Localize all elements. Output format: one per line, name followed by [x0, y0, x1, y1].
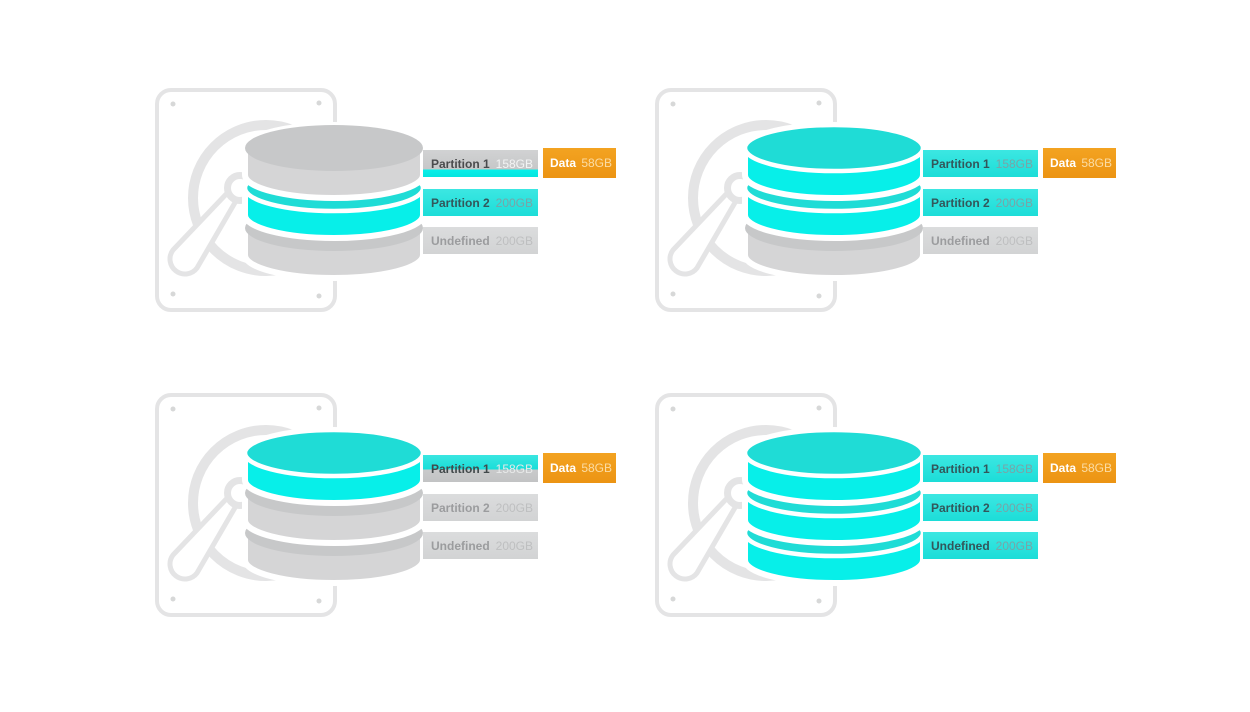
actuator-arm-icon [167, 185, 243, 277]
partition-1-bar: Partition 1 158GB [923, 150, 1038, 177]
partition-label: Partition 2 [431, 195, 490, 210]
data-badge-label: Data [550, 156, 577, 170]
partition-label: Partition 1 [431, 461, 490, 476]
partition-label: Undefined [431, 233, 490, 248]
screw-icon [170, 406, 176, 412]
data-badge-label: Data [1050, 156, 1077, 170]
undefined-bar: Undefined 200GB [923, 227, 1038, 254]
screw-icon [670, 406, 676, 412]
screw-icon [170, 101, 176, 107]
screw-icon [316, 598, 322, 604]
partition-1-bar: Partition 1 158GB [923, 455, 1038, 482]
partition-label: Undefined [931, 538, 990, 553]
partition-label: Partition 2 [931, 195, 990, 210]
partition-size: 200GB [995, 500, 1033, 515]
partition-1-bar: Partition 1 158GB [423, 150, 538, 177]
disk-diagram-bottom-right: Partition 1 158GB Partition 2 200GB Unde… [652, 389, 1122, 634]
hdd-illustration [655, 393, 926, 617]
screw-icon [670, 291, 676, 297]
data-badge-label: Data [550, 461, 577, 475]
disk-1-top [742, 427, 926, 479]
actuator-arm-icon [167, 490, 243, 582]
actuator-arm-icon [667, 185, 743, 277]
partition-size: 158GB [495, 461, 533, 476]
screw-icon [670, 101, 676, 107]
disk-1-top [242, 427, 426, 479]
partition-2-bar: Partition 2 200GB [923, 189, 1038, 216]
undefined-bar: Undefined 200GB [423, 532, 538, 559]
disk-stack [742, 122, 926, 281]
partition-label: Partition 2 [431, 500, 490, 515]
partition-size: 200GB [995, 195, 1033, 210]
partition-label: Partition 1 [931, 461, 990, 476]
screw-icon [816, 405, 822, 411]
data-badge-label: Data [1050, 461, 1077, 475]
partition-label: Undefined [931, 233, 990, 248]
disk-stack [242, 122, 426, 281]
data-badge: Data 58GB [1043, 453, 1116, 483]
partition-label: Partition 1 [431, 156, 490, 171]
data-badge-size: 58GB [1081, 461, 1112, 475]
screw-icon [670, 596, 676, 602]
screw-icon [816, 293, 822, 299]
screw-icon [170, 596, 176, 602]
partition-size: 158GB [495, 156, 533, 171]
partition-2-bar: Partition 2 200GB [423, 494, 538, 521]
disk-1-top [742, 122, 926, 174]
partition-size: 200GB [495, 538, 533, 553]
hdd-illustration [155, 393, 426, 617]
screw-icon [816, 100, 822, 106]
partition-label: Undefined [431, 538, 490, 553]
disk-stack [742, 427, 926, 586]
disk-stack [242, 427, 426, 586]
disk-diagram-top-left: Partition 1 158GB Partition 2 200GB Unde… [152, 84, 622, 329]
data-badge-size: 58GB [1081, 156, 1112, 170]
screw-icon [316, 293, 322, 299]
partition-2-bar: Partition 2 200GB [423, 189, 538, 216]
screw-icon [316, 100, 322, 106]
disk-diagram-bottom-left: Partition 1 158GB Partition 2 200GB Unde… [152, 389, 622, 634]
partition-size: 158GB [995, 156, 1033, 171]
data-badge: Data 58GB [543, 453, 616, 483]
undefined-bar: Undefined 200GB [423, 227, 538, 254]
partition-label: Partition 2 [931, 500, 990, 515]
partition-size: 200GB [995, 538, 1033, 553]
screw-icon [816, 598, 822, 604]
disk-diagram-top-right: Partition 1 158GB Partition 2 200GB Unde… [652, 84, 1122, 329]
partition-1-bar: Partition 1 158GB [423, 455, 538, 482]
undefined-bar: Undefined 200GB [923, 532, 1038, 559]
hdd-illustration [155, 88, 426, 312]
actuator-arm-icon [667, 490, 743, 582]
hdd-illustration [655, 88, 926, 312]
data-badge-size: 58GB [581, 156, 612, 170]
screw-icon [316, 405, 322, 411]
data-badge: Data 58GB [543, 148, 616, 178]
data-badge: Data 58GB [1043, 148, 1116, 178]
screw-icon [170, 291, 176, 297]
disk-1-top [245, 125, 423, 171]
partition-size: 200GB [995, 233, 1033, 248]
partition-size: 200GB [495, 233, 533, 248]
partition-size: 200GB [495, 500, 533, 515]
data-badge-size: 58GB [581, 461, 612, 475]
partition-2-bar: Partition 2 200GB [923, 494, 1038, 521]
partition-size: 200GB [495, 195, 533, 210]
partition-size: 158GB [995, 461, 1033, 476]
partition-label: Partition 1 [931, 156, 990, 171]
